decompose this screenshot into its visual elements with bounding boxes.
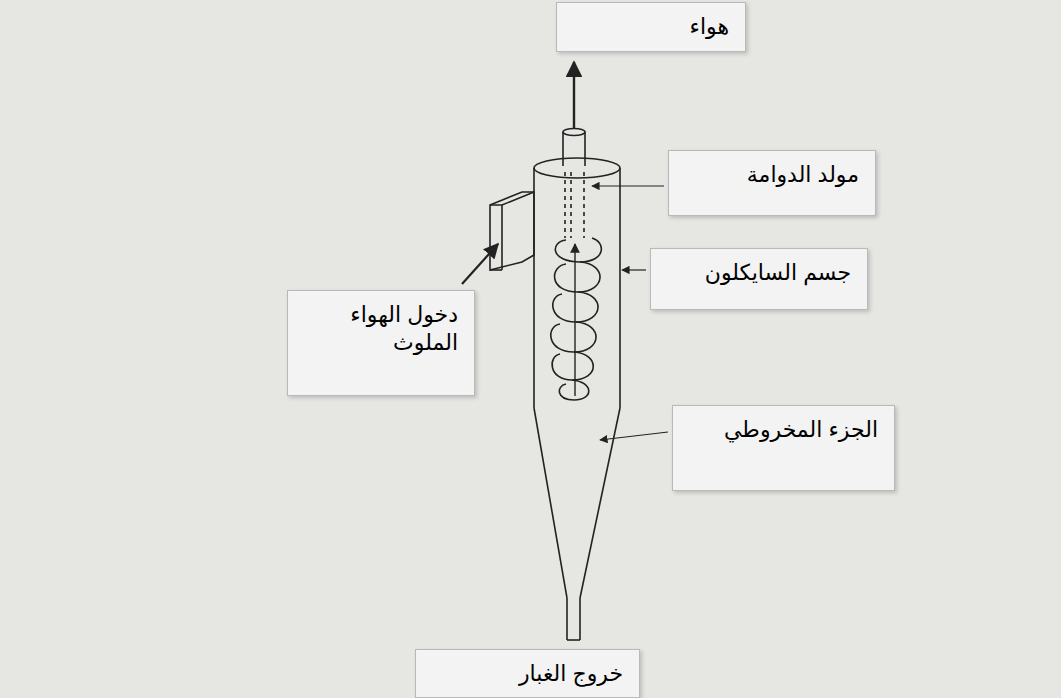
label-text: هواء	[573, 13, 729, 41]
label-text: دخول الهواء الملوث	[304, 301, 458, 356]
label-text: الجزء المخروطي	[689, 416, 878, 444]
label-text: خروج الغبار	[432, 660, 623, 688]
air-out-label: هواء	[556, 2, 746, 52]
label-text: جسم السايكلون	[667, 259, 851, 287]
polluted-air-inlet-label: دخول الهواء الملوث	[287, 290, 475, 396]
cone-section-label: الجزء المخروطي	[672, 405, 895, 491]
label-text: مولد الدوامة	[685, 161, 859, 189]
vortex-finder-label: مولد الدوامة	[668, 150, 876, 216]
dust-out-label: خروج الغبار	[415, 649, 640, 698]
cyclone-body-label: جسم السايكلون	[650, 248, 868, 310]
